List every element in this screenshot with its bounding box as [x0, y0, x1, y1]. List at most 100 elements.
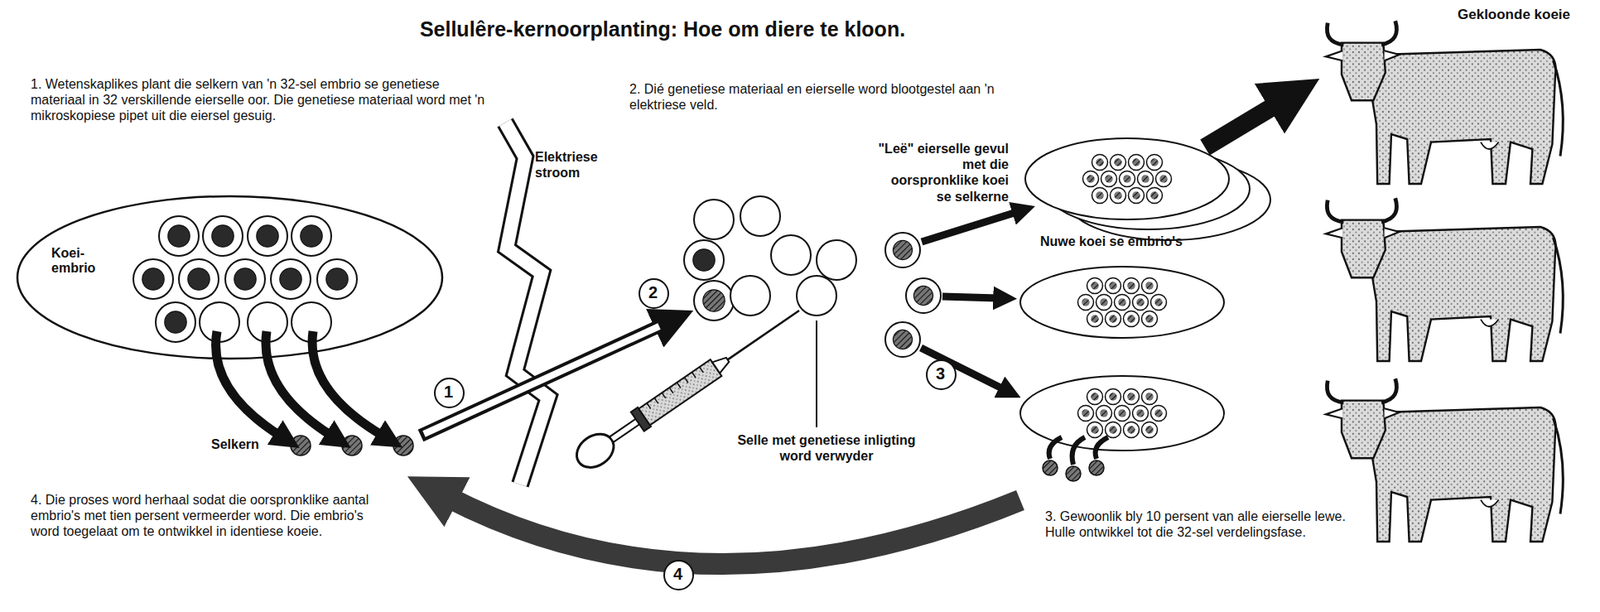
dish-arrow — [942, 296, 998, 299]
cell-nucleus — [1108, 281, 1118, 290]
egg-cell — [693, 199, 734, 240]
cell-nucleus — [1154, 409, 1163, 418]
embryo-cell — [1105, 422, 1122, 439]
egg-cell — [730, 275, 771, 316]
cell-nucleus — [1099, 298, 1109, 307]
leader-line — [815, 320, 818, 428]
egg-cell — [159, 216, 199, 256]
cell-nucleus — [1127, 281, 1136, 290]
cell-nucleus — [142, 268, 164, 290]
cell-nucleus — [1090, 281, 1099, 290]
embryo-cell — [1101, 171, 1118, 188]
cell-nucleus — [1145, 314, 1154, 323]
cell-nucleus — [892, 329, 912, 349]
callout-label: 3 — [935, 364, 945, 384]
petri-dish — [1020, 266, 1225, 338]
cell-nucleus — [279, 268, 302, 290]
embryo-cell — [1087, 422, 1104, 439]
egg-cell — [885, 322, 921, 357]
nucleus — [1089, 460, 1104, 476]
cell-nucleus — [168, 225, 190, 247]
cell-nucleus — [1141, 174, 1150, 184]
egg-cell — [740, 196, 781, 237]
embryo-cell — [1146, 187, 1163, 204]
embryo-cell — [1156, 171, 1172, 188]
cell-nucleus — [1127, 314, 1136, 323]
embryo-cell — [1146, 154, 1163, 171]
nucleus — [290, 435, 311, 456]
part-label: Selle met genetiese inligting word verwy… — [727, 432, 926, 464]
part-label: Gekloonde koeie — [1457, 6, 1597, 24]
removal-arrow — [1049, 437, 1062, 459]
part-label: "Leë" eierselle gevul met die oorspronkl… — [877, 140, 1009, 205]
nucleus — [393, 435, 414, 456]
step-text: 1. Wetenskaplikes plant die selkern van … — [30, 76, 495, 125]
cell-nucleus — [1113, 158, 1123, 167]
cell-nucleus — [1145, 392, 1154, 401]
part-label: Nuwe koei se embrio's — [1040, 233, 1223, 250]
micro-pipette — [570, 298, 808, 475]
cell-nucleus — [1113, 191, 1123, 200]
egg-cell — [885, 232, 921, 268]
embryo-cell — [1142, 278, 1158, 294]
embryo-cell — [1110, 154, 1127, 171]
result-arrow — [1204, 102, 1280, 148]
petri-dish — [17, 196, 443, 359]
egg-cell — [693, 280, 734, 321]
callout-label: 4 — [673, 564, 683, 584]
egg-cell — [906, 278, 941, 314]
cow-tail — [1553, 60, 1564, 156]
cell-nucleus — [1122, 174, 1132, 184]
embryo-dish: Koei-embrio — [15, 194, 444, 361]
egg-cell — [133, 259, 174, 299]
embryo-cell — [1092, 187, 1109, 204]
extract-arrow — [312, 331, 383, 436]
cell-nucleus — [1150, 158, 1159, 167]
cell-nucleus — [1132, 158, 1141, 167]
embryo-cell — [1096, 405, 1113, 422]
cell-nucleus — [1118, 298, 1127, 307]
embryo-cell — [1128, 154, 1145, 171]
cell-nucleus — [1104, 174, 1114, 184]
part-label: Elektriese stroom — [534, 149, 618, 181]
cow-tail — [1553, 237, 1564, 333]
cell-nucleus — [187, 268, 210, 290]
cow-horns — [1326, 20, 1397, 45]
embryo-cell — [1078, 405, 1094, 422]
cell-nucleus — [1150, 191, 1159, 200]
embryo-cell — [1142, 389, 1158, 405]
cell-nucleus — [1145, 425, 1154, 434]
cell-nucleus — [1081, 409, 1090, 418]
cell-nucleus — [1108, 392, 1118, 401]
part-label: Koei-embrio — [51, 245, 111, 277]
callout-label: 1 — [443, 382, 454, 402]
embryo-cell — [1092, 154, 1109, 171]
part-label: Selkern — [211, 436, 286, 453]
cow-head — [1341, 220, 1386, 279]
embryo-cell — [1142, 422, 1158, 439]
removal-arrow — [1072, 437, 1085, 465]
embryo-cell — [1123, 422, 1140, 439]
cell-nucleus — [1127, 425, 1136, 434]
embryo-cell — [1151, 405, 1167, 422]
step-text: 2. Dié genetiese materiaal en eierselle … — [629, 81, 1003, 113]
cell-nucleus — [703, 289, 725, 312]
cow-ears — [1325, 227, 1400, 238]
embryo-cell — [1132, 405, 1149, 422]
embryo-cell — [1087, 311, 1104, 328]
egg-cell — [684, 240, 724, 280]
cell-nucleus — [1090, 392, 1099, 401]
cell-nucleus — [1159, 174, 1168, 184]
removal-arrow — [1095, 437, 1109, 459]
title: Sellulêre-kernoorplanting: Hoe om diere … — [248, 16, 1077, 42]
egg-cell — [247, 216, 288, 256]
egg-cell — [155, 302, 196, 343]
cell-nucleus — [1136, 298, 1145, 307]
cell-nucleus — [1086, 174, 1095, 184]
petri-dish — [1020, 375, 1225, 451]
callout-number: 4 — [663, 559, 694, 591]
cell-nucleus — [1127, 392, 1136, 401]
egg-cell — [291, 216, 332, 256]
embryo-cell — [1123, 278, 1140, 294]
cow-udder — [1480, 500, 1499, 507]
